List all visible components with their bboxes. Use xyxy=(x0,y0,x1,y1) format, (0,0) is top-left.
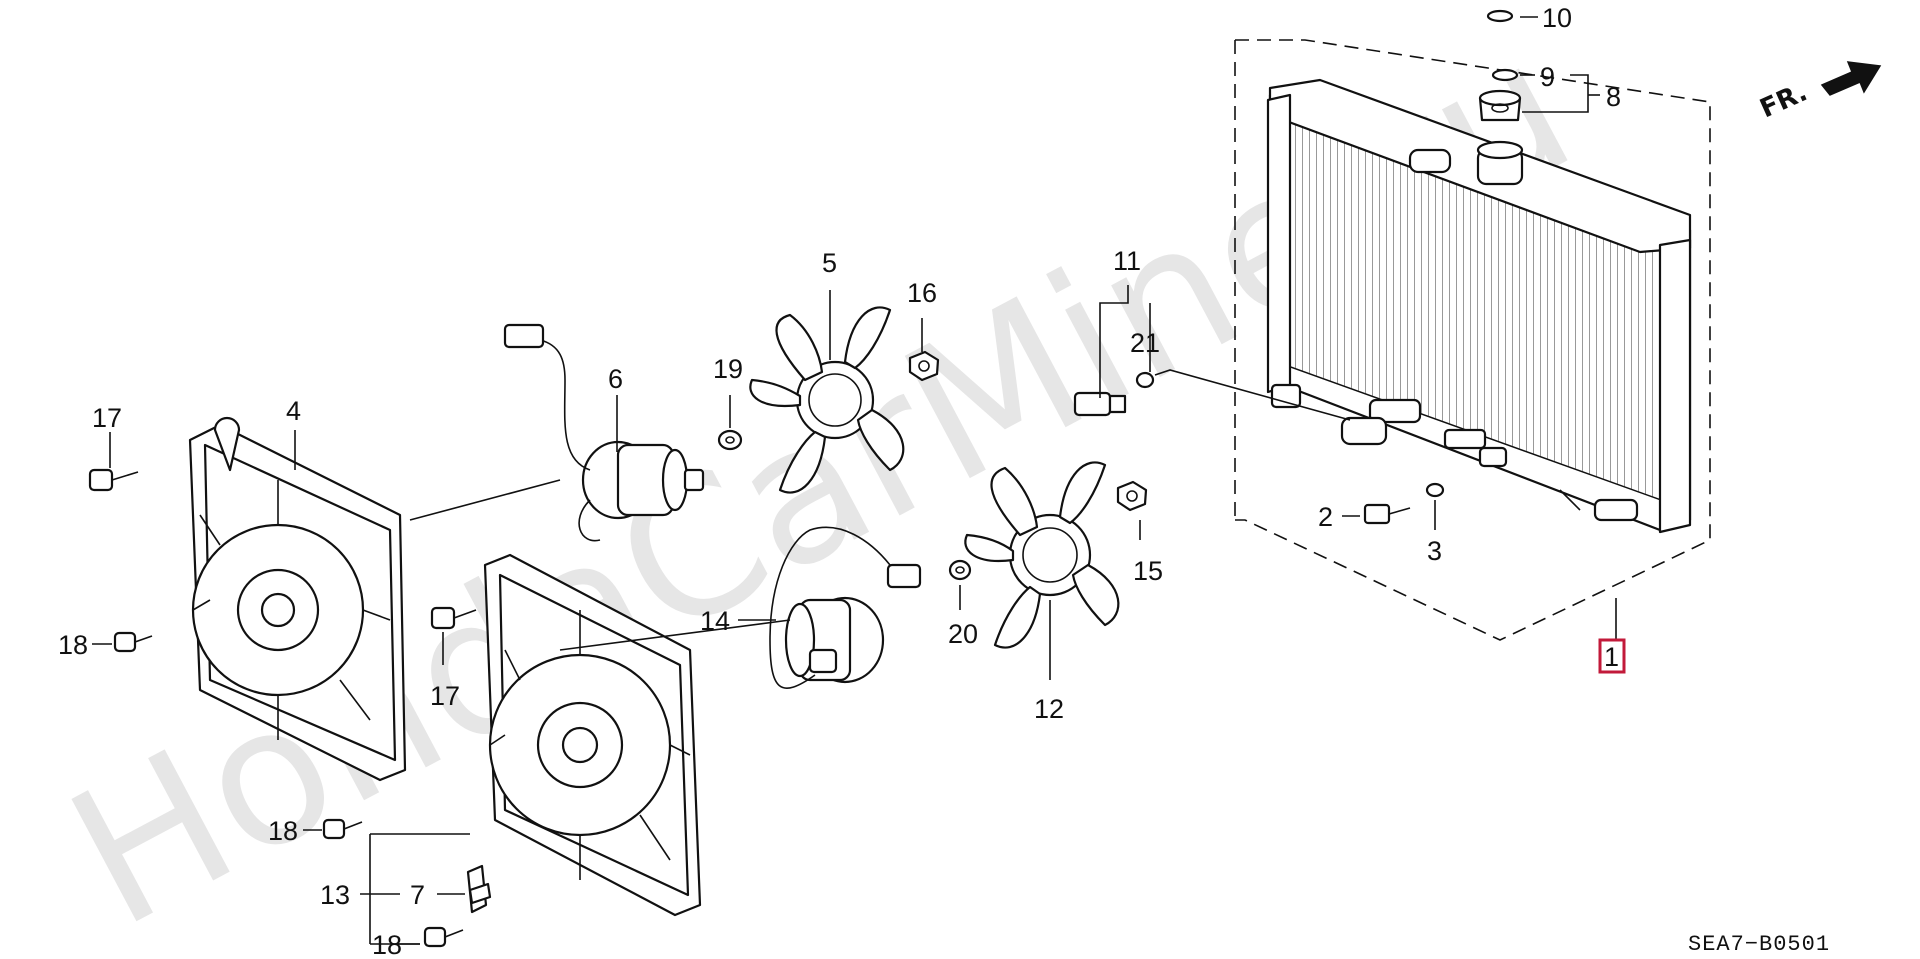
label-part-20[interactable]: 20 xyxy=(948,619,978,649)
label-part-1[interactable]: 1 xyxy=(1604,642,1619,672)
washer-19[interactable] xyxy=(717,429,743,451)
seal-9[interactable] xyxy=(1491,68,1519,82)
label-part-4[interactable]: 4 xyxy=(286,396,301,426)
label-part-21[interactable]: 21 xyxy=(1130,328,1160,358)
label-part-11[interactable]: 11 xyxy=(1113,246,1141,276)
direction-label: FR. xyxy=(1756,77,1812,124)
label-part-9[interactable]: 9 xyxy=(1540,62,1555,92)
fan-shroud-4[interactable] xyxy=(188,416,407,782)
bolt-18-middle[interactable] xyxy=(322,818,363,840)
fan-shroud-13[interactable] xyxy=(483,553,702,917)
washer-21[interactable] xyxy=(1135,371,1155,389)
highlight-box-part-1 xyxy=(1598,638,1626,674)
radiator-cap-8[interactable] xyxy=(1478,89,1522,122)
washer-3[interactable] xyxy=(1425,482,1445,498)
label-part-5[interactable]: 5 xyxy=(822,248,837,278)
thermo-switch-11[interactable] xyxy=(1073,391,1127,417)
front-direction-indicator: FR. xyxy=(1756,61,1882,124)
washer-20[interactable] xyxy=(948,559,972,581)
bolt-17-left[interactable] xyxy=(88,468,139,492)
label-part-19[interactable]: 19 xyxy=(713,354,743,384)
label-part-2[interactable]: 2 xyxy=(1318,502,1333,532)
nut-16[interactable] xyxy=(908,350,940,382)
bolt-17-right[interactable] xyxy=(430,606,477,630)
fan-motor-14[interactable] xyxy=(769,526,922,689)
bolt-18-upper[interactable] xyxy=(113,631,153,653)
cooling-fan-5[interactable] xyxy=(749,306,905,494)
o-ring-10[interactable] xyxy=(1486,9,1514,23)
label-part-7[interactable]: 7 xyxy=(410,880,425,910)
cooling-fan-12[interactable] xyxy=(964,461,1120,649)
label-part-17-right[interactable]: 17 xyxy=(430,681,460,711)
leader-lines xyxy=(92,16,1617,945)
radiator-assembly[interactable] xyxy=(1234,39,1711,641)
bolt-18-lower[interactable] xyxy=(423,926,464,948)
part-labels: 10 9 8 1 2 3 11 21 15 12 20 5 16 19 14 6… xyxy=(58,3,1621,959)
label-part-3[interactable]: 3 xyxy=(1427,536,1442,566)
label-part-8[interactable]: 8 xyxy=(1606,82,1621,112)
label-part-12[interactable]: 12 xyxy=(1034,694,1064,724)
label-part-15[interactable]: 15 xyxy=(1133,556,1163,586)
diagram-code: SEA7−B0501 xyxy=(1688,932,1830,957)
label-part-18-upper[interactable]: 18 xyxy=(58,630,88,660)
label-part-17-left[interactable]: 17 xyxy=(92,403,122,433)
drain-plug-2[interactable] xyxy=(1363,503,1411,525)
label-part-16[interactable]: 16 xyxy=(907,278,937,308)
label-part-14[interactable]: 14 xyxy=(700,606,730,636)
label-part-10[interactable]: 10 xyxy=(1542,3,1572,33)
label-part-18-middle[interactable]: 18 xyxy=(268,816,298,846)
direction-arrow-icon xyxy=(1820,61,1882,96)
label-part-6[interactable]: 6 xyxy=(608,364,623,394)
fan-motor-6[interactable] xyxy=(503,323,705,542)
nut-15[interactable] xyxy=(1116,480,1148,512)
clip-7[interactable] xyxy=(466,864,492,914)
label-part-13[interactable]: 13 xyxy=(320,880,350,910)
label-part-18-lower[interactable]: 18 xyxy=(372,930,402,959)
